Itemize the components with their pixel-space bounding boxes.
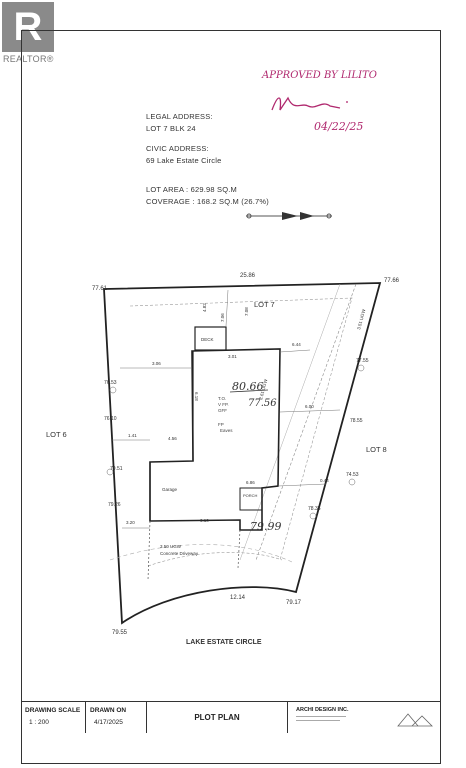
north-arrow-icon xyxy=(246,212,332,220)
svg-text:3.06: 3.06 xyxy=(152,361,161,366)
company-name: ARCHI DESIGN INC. xyxy=(296,707,349,713)
svg-text:2.61 UGW: 2.61 UGW xyxy=(258,378,268,400)
civic-address-label: CIVIC ADDRESS: xyxy=(146,144,209,153)
handwritten-elevation-2: 77.56 xyxy=(248,398,277,409)
lot7-label: LOT 7 xyxy=(254,300,275,309)
lot6-label: LOT 6 xyxy=(46,430,67,439)
drawn-on-label: DRAWN ON xyxy=(90,707,127,714)
svg-text:78.55: 78.55 xyxy=(350,418,363,424)
approval-date: 04/22/25 xyxy=(314,120,364,133)
lot-boundary xyxy=(103,282,382,625)
legal-address-label: LEGAL ADDRESS: xyxy=(146,112,213,121)
elevation-bottom-right: 79.17 xyxy=(286,600,302,606)
plan-title-cell: PLOT PLAN xyxy=(147,702,288,733)
rear-width-dimension: 25.86 xyxy=(240,273,256,279)
drawn-on-cell: DRAWN ON 4/17/2025 xyxy=(86,702,147,733)
plan-title: PLOT PLAN xyxy=(194,713,240,722)
svg-text:6.18: 6.18 xyxy=(194,392,199,401)
svg-text:0.44: 0.44 xyxy=(320,478,329,483)
svg-text:77.55: 77.55 xyxy=(356,358,369,364)
svg-text:7.06: 7.06 xyxy=(220,313,225,322)
civic-address-value: 69 Lake Estate Circle xyxy=(146,156,222,165)
company-logo-icon xyxy=(397,713,433,727)
drawing-scale-label: DRAWING SCALE xyxy=(25,707,81,714)
svg-text:3.01: 3.01 xyxy=(228,354,237,359)
svg-text:GFF: GFF xyxy=(218,408,227,413)
company-cell: ARCHI DESIGN INC. xyxy=(288,702,441,733)
approval-signature xyxy=(268,92,368,120)
svg-text:6.10: 6.10 xyxy=(200,518,209,523)
legal-address-value: LOT 7 BLK 24 xyxy=(146,124,196,133)
svg-text:7.08: 7.08 xyxy=(244,307,249,316)
svg-text:3.20: 3.20 xyxy=(126,520,135,525)
lot-area: LOT AREA : 629.98 SQ.M xyxy=(146,185,237,194)
svg-text:6.86: 6.86 xyxy=(246,480,255,485)
svg-text:74.53: 74.53 xyxy=(346,472,359,478)
driveway-label: Concrete Driveway xyxy=(160,551,199,556)
drawn-on-value: 4/17/2025 xyxy=(94,719,123,726)
svg-text:3.50 UGW: 3.50 UGW xyxy=(160,544,182,549)
svg-text:T.O.: T.O. xyxy=(218,396,226,401)
svg-text:Eaves: Eaves xyxy=(220,428,233,433)
lot-coverage: COVERAGE : 168.2 SQ.M (26.7%) xyxy=(146,197,269,206)
svg-text:6.00: 6.00 xyxy=(305,404,314,409)
deck-label: DECK xyxy=(201,337,214,342)
svg-text:78.35: 78.35 xyxy=(308,506,321,512)
svg-text:FP: FP xyxy=(218,422,224,427)
garage-label: Garage xyxy=(162,487,178,492)
svg-text:4.82: 4.82 xyxy=(202,303,207,312)
svg-text:76.10: 76.10 xyxy=(104,416,117,422)
drawing-sheet xyxy=(21,30,441,764)
svg-text:79.26: 79.26 xyxy=(108,502,121,508)
elevation-bottom-left: 79.55 xyxy=(112,630,128,636)
elevation-top-right: 77.66 xyxy=(384,278,400,284)
realtor-logo: R REALTOR® xyxy=(2,2,56,64)
svg-text:V FP.: V FP. xyxy=(218,402,229,407)
realtor-logo-mark: R xyxy=(2,2,54,52)
svg-text:3.51 UGW: 3.51 UGW xyxy=(356,308,366,330)
porch xyxy=(239,487,263,511)
frontage-dimension: 12.14 xyxy=(230,595,246,601)
svg-text:4.56: 4.56 xyxy=(168,436,177,441)
svg-text:79.51: 79.51 xyxy=(110,466,123,472)
handwritten-elevation-3: 79.99 xyxy=(250,520,282,533)
approval-stamp: APPROVED BY LILITO xyxy=(262,70,377,81)
svg-text:6.44: 6.44 xyxy=(292,342,301,347)
handwritten-elevation-1: 80.66 xyxy=(232,380,264,393)
lot8-label: LOT 8 xyxy=(366,445,387,454)
realtor-logo-text: REALTOR® xyxy=(3,54,54,64)
drawing-scale-value: 1 : 200 xyxy=(29,719,49,726)
elevation-top-left: 77.61 xyxy=(92,286,108,292)
driveway xyxy=(147,520,241,581)
street-label: LAKE ESTATE CIRCLE xyxy=(186,639,262,646)
porch-label: PORCH xyxy=(243,493,258,498)
svg-text:76.53: 76.53 xyxy=(104,380,117,386)
svg-text:1.41: 1.41 xyxy=(128,433,137,438)
drawing-scale-cell: DRAWING SCALE 1 : 200 xyxy=(21,702,86,733)
title-block: DRAWING SCALE 1 : 200 DRAWN ON 4/17/2025… xyxy=(21,701,441,733)
